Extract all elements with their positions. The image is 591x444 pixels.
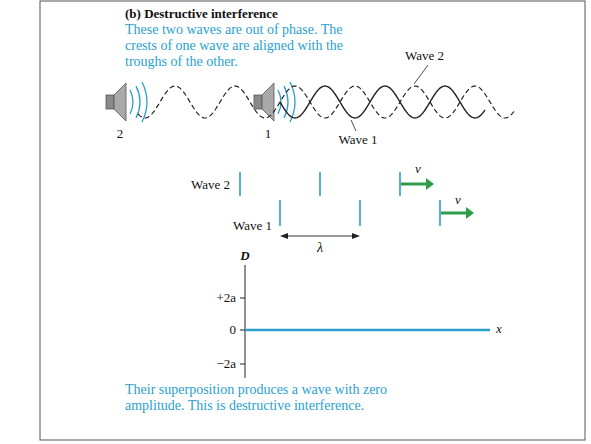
speaker-number: 2 — [117, 126, 124, 141]
crest-tick — [279, 200, 281, 226]
speakers — [106, 82, 295, 122]
d-axis — [245, 265, 246, 378]
speaker-magnet — [106, 95, 114, 109]
wavelength-arrow — [285, 236, 354, 237]
sound-arc — [142, 82, 147, 122]
wavefront-ticks — [240, 172, 474, 239]
arrowhead — [280, 233, 288, 239]
speaker-cone — [114, 83, 126, 121]
leader-line — [414, 65, 428, 84]
axis-tick — [240, 330, 245, 331]
crest-tick — [359, 200, 361, 226]
crest-tick — [239, 172, 241, 196]
arrowhead — [426, 178, 434, 190]
axis-tick — [240, 364, 245, 365]
crest-tick — [439, 200, 441, 226]
waves — [138, 65, 515, 131]
crest-tick — [399, 172, 401, 196]
zero-amplitude-wave — [245, 329, 490, 332]
crest-tick — [319, 172, 321, 196]
sound-arc — [136, 86, 140, 118]
axis-label: x — [496, 321, 502, 336]
velocity-arrow — [401, 183, 428, 186]
velocity-arrow — [441, 212, 468, 215]
speaker-number: 1 — [265, 126, 272, 141]
wave-label: Wave 1 — [233, 218, 272, 233]
axis-label: D — [240, 248, 249, 263]
wavelength-symbol: λ — [317, 240, 323, 255]
tick-label: 0 — [230, 322, 237, 337]
wave-label: Wave 1 — [338, 132, 377, 147]
arrowhead — [352, 233, 360, 239]
wave-2-curve — [138, 86, 515, 118]
graph-axes — [240, 265, 490, 378]
tick-label: +2a — [216, 290, 236, 305]
velocity-symbol: v — [455, 192, 461, 207]
frame — [40, 1, 585, 440]
wave-label: Wave 2 — [405, 48, 444, 63]
sound-arc — [130, 90, 133, 114]
axis-tick — [240, 298, 245, 299]
wave-label: Wave 2 — [191, 177, 230, 192]
speaker-magnet — [254, 95, 262, 109]
note-text: These two waves are out of phase. The cr… — [125, 22, 370, 70]
caption-text: Their superposition produces a wave with… — [125, 382, 440, 414]
tick-label: −2a — [216, 356, 236, 371]
velocity-symbol: v — [415, 161, 421, 176]
wave-1-curve — [280, 86, 485, 118]
leader-line — [351, 120, 356, 131]
arrowhead — [466, 207, 474, 219]
speaker-cone — [262, 83, 274, 121]
figure-title: (b) Destructive interference — [125, 6, 278, 21]
